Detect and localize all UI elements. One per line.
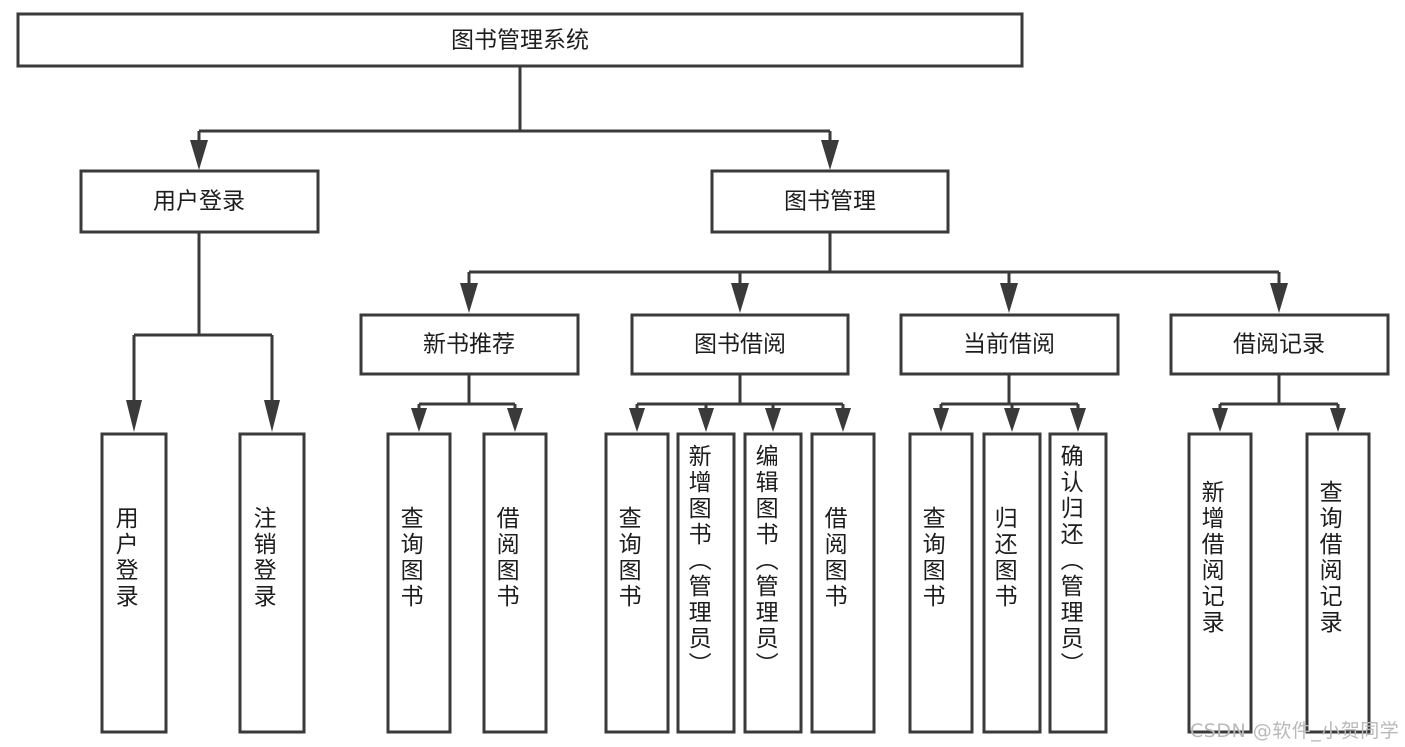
- connector-group-user-login-to-leaves: [126, 232, 280, 432]
- node-book-borrow[interactable]: 图书借阅: [630, 313, 850, 376]
- leaf-box-add-book-admin[interactable]: [676, 432, 736, 734]
- node-book-management-label: 图书管理: [784, 189, 876, 215]
- arrow-head-borrow-record: [1270, 283, 1288, 313]
- arrow-head-leaf-2: [264, 400, 280, 432]
- connector-group-root-to-level2: [190, 66, 839, 170]
- node-root-box[interactable]: [16, 12, 1024, 68]
- node-book-management[interactable]: 图书管理: [710, 169, 950, 234]
- csdn-watermark: CSDN @软件_小贺同学: [1190, 720, 1400, 742]
- leaf-box-borrow-book-1[interactable]: [482, 432, 548, 734]
- connector-group-book-mgmt-to-level3: [460, 232, 1288, 313]
- node-borrow-record-label: 借阅记录: [1233, 332, 1325, 358]
- arrow-head-new-book-rec: [460, 283, 478, 313]
- connector-group-book-borrow-to-leaves: [629, 374, 851, 432]
- arrow-head-leaf-3: [411, 408, 427, 432]
- node-user-login-box[interactable]: [79, 169, 320, 234]
- node-book-management-box[interactable]: [710, 169, 950, 234]
- arrow-head-leaf-11: [1070, 408, 1086, 432]
- arrow-head-leaf-1: [126, 400, 142, 432]
- arrow-head-leaf-4: [507, 408, 523, 432]
- node-borrow-record[interactable]: 借阅记录: [1169, 313, 1390, 376]
- arrow-head-leaf-12: [1212, 408, 1228, 432]
- arrow-head-leaf-8: [835, 408, 851, 432]
- arrow-head-user-login: [190, 140, 208, 170]
- leaf-box-query-book-3[interactable]: [908, 432, 974, 734]
- arrow-head-leaf-5: [629, 408, 645, 432]
- arrow-head-leaf-10: [1004, 408, 1020, 432]
- node-new-book-recommend-box[interactable]: [359, 313, 580, 376]
- node-current-borrow[interactable]: 当前借阅: [899, 313, 1120, 376]
- leaf-box-user-login[interactable]: [100, 432, 168, 734]
- node-book-borrow-box[interactable]: [630, 313, 850, 376]
- node-book-borrow-label: 图书借阅: [694, 332, 786, 358]
- leaf-box-logout[interactable]: [238, 432, 306, 734]
- node-root[interactable]: 图书管理系统: [16, 12, 1024, 68]
- leaf-box-edit-book-admin[interactable]: [743, 432, 803, 734]
- connector-group-current-borrow-to-leaves: [933, 374, 1086, 432]
- node-current-borrow-label: 当前借阅: [963, 332, 1055, 358]
- arrow-head-current-borrow: [1000, 283, 1018, 313]
- node-current-borrow-box[interactable]: [899, 313, 1120, 376]
- arrow-head-leaf-7: [765, 408, 781, 432]
- arrow-head-leaf-6: [698, 408, 714, 432]
- node-new-book-recommend-label: 新书推荐: [423, 332, 515, 358]
- leaf-box-query-borrow-rec[interactable]: [1305, 432, 1371, 734]
- leaf-box-borrow-book-2[interactable]: [810, 432, 876, 734]
- connector-group-new-book-rec-to-leaves: [411, 374, 523, 432]
- arrow-head-leaf-9: [933, 408, 949, 432]
- node-root-label: 图书管理系统: [451, 28, 589, 54]
- node-borrow-record-box[interactable]: [1169, 313, 1390, 376]
- leaf-box-query-book-2[interactable]: [604, 432, 670, 734]
- leaf-box-return-book[interactable]: [982, 432, 1042, 734]
- connector-group-borrow-record-to-leaves: [1212, 374, 1346, 432]
- arrow-head-leaf-13: [1330, 408, 1346, 432]
- node-user-login-label: 用户登录: [153, 189, 245, 215]
- leaf-box-query-book-1[interactable]: [386, 432, 452, 734]
- node-user-login[interactable]: 用户登录: [79, 169, 320, 234]
- leaf-box-add-borrow-rec[interactable]: [1187, 432, 1253, 734]
- arrow-head-book-borrow: [731, 283, 749, 313]
- arrow-head-book-mgmt: [821, 140, 839, 170]
- node-new-book-recommend[interactable]: 新书推荐: [359, 313, 580, 376]
- leaf-box-confirm-return[interactable]: [1048, 432, 1108, 734]
